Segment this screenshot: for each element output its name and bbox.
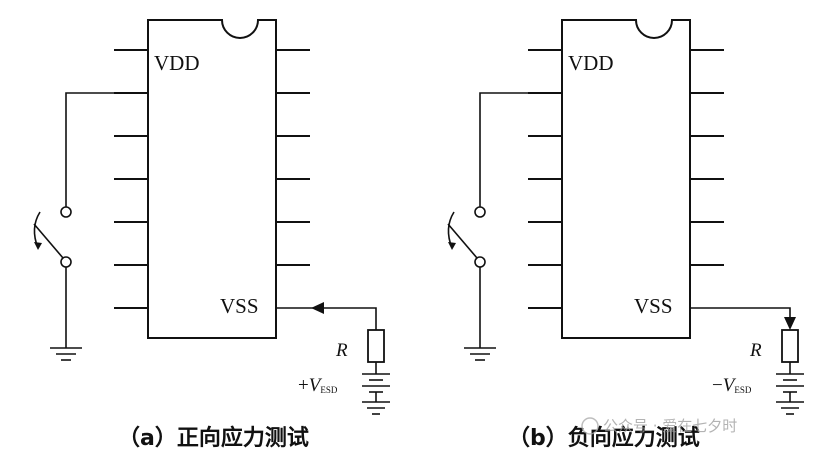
switch-contact-top-b — [474, 206, 486, 218]
switch-lever-b — [447, 223, 478, 259]
switch-wire-top-b — [479, 92, 562, 207]
left-pins-a — [114, 49, 148, 309]
switch-arrowhead-a — [34, 242, 42, 250]
ground-symbol-b — [464, 347, 496, 361]
voltage-label-b: −VESD — [712, 375, 752, 396]
right-pins-a — [276, 49, 310, 266]
ground-symbol-a — [50, 347, 82, 361]
left-pins-b — [528, 49, 562, 309]
wechat-icon — [581, 417, 599, 435]
vss-label-b: VSS — [634, 294, 673, 318]
switch-contact-top-a — [60, 206, 72, 218]
voltage-label-a: +VESD — [298, 375, 338, 396]
ground-symbol-battery-a — [362, 401, 390, 415]
resistor-b — [781, 329, 799, 363]
battery-b — [776, 373, 804, 402]
switch-contact-bottom-b — [474, 256, 486, 268]
vss-wire-b — [690, 307, 791, 318]
switch-wire-top-a — [65, 92, 148, 207]
panel-a: VDD VSS R +VESD — [33, 19, 390, 451]
switch-lever-a — [33, 223, 64, 259]
resistor-label-a: R — [335, 340, 348, 361]
right-pins-b — [690, 49, 724, 266]
panel-b: VDD VSS R −VESD — [447, 19, 804, 451]
vss-arrow-a — [311, 302, 324, 314]
vdd-label-a: VDD — [154, 51, 200, 75]
ground-symbol-battery-b — [776, 401, 804, 415]
switch-contact-bottom-a — [60, 256, 72, 268]
vdd-label-b: VDD — [568, 51, 614, 75]
resistor-label-b: R — [749, 340, 762, 361]
caption-b: （b）负向应力测试 — [508, 425, 700, 451]
resistor-a — [367, 329, 385, 363]
chip-body-a — [147, 19, 277, 339]
watermark-text: 公众号 · 爱在七夕时 — [603, 417, 737, 435]
chip-body-b — [561, 19, 691, 339]
caption-a: （a）正向应力测试 — [118, 425, 309, 451]
switch-arrowhead-b — [448, 242, 456, 250]
vss-wire-a — [276, 307, 377, 330]
vss-arrow-b — [784, 317, 796, 330]
battery-a — [362, 373, 390, 402]
vss-label-a: VSS — [220, 294, 259, 318]
watermark: 公众号 · 爱在七夕时 — [581, 417, 737, 435]
